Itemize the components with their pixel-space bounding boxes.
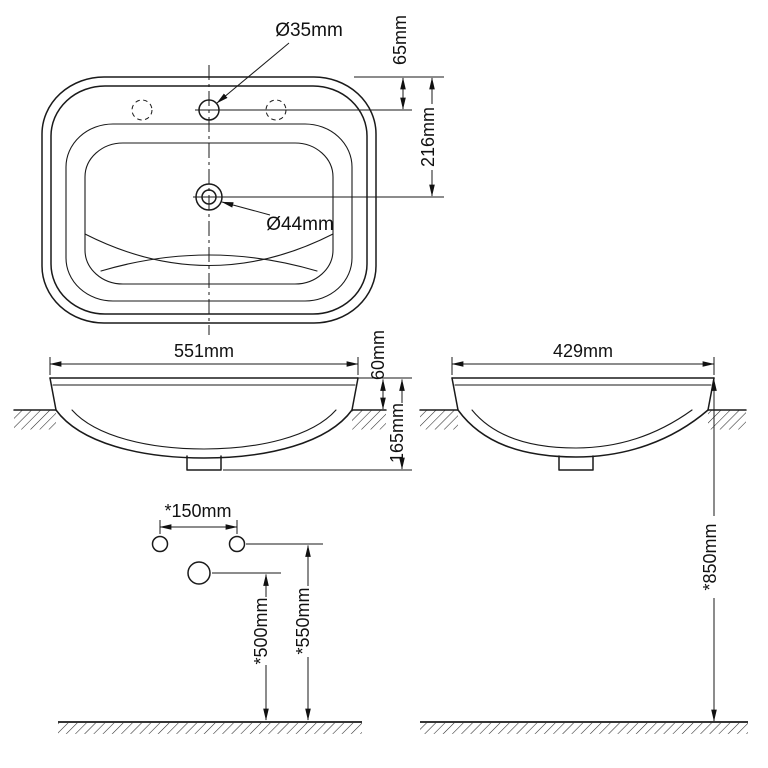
top-view: Ø35mm Ø44mm 65mm 216mm xyxy=(41,15,444,335)
ground-hatch-right xyxy=(420,722,748,734)
mounting-layout: *150mm *500mm *550mm xyxy=(58,501,362,734)
fixing-hole-right xyxy=(228,535,246,553)
front-side-left xyxy=(49,377,57,411)
front-drain-trap xyxy=(186,455,222,471)
rim-height-label: 60mm xyxy=(368,330,388,380)
side-depth-label: 429mm xyxy=(553,341,613,361)
optional-hole-left xyxy=(131,99,153,121)
front-bowl-underside xyxy=(55,409,353,459)
counter-hatch-left xyxy=(14,410,56,430)
ground-hatch-left xyxy=(58,722,362,734)
drain-hole-diameter-label: Ø44mm xyxy=(266,214,334,235)
install-height-label: *850mm xyxy=(700,523,720,590)
faucet-leader-line xyxy=(216,42,290,104)
side-drain-trap xyxy=(558,455,594,471)
fixing-height-label: *550mm xyxy=(293,587,313,654)
front-bowl-inner-curve xyxy=(71,409,337,450)
side-counter-hatch-left xyxy=(420,410,458,430)
side-bowl-underside xyxy=(457,409,709,458)
drain-offset-label: 216mm xyxy=(418,107,438,167)
side-edge-right xyxy=(707,377,715,411)
waste-outlet-hole xyxy=(187,561,211,585)
side-counter-hatch-right xyxy=(708,410,746,430)
drain-leader-line xyxy=(221,201,271,216)
total-height-label: 165mm xyxy=(387,403,407,463)
bowl-bottom-curve xyxy=(84,233,334,266)
counter-hatch-right xyxy=(352,410,386,430)
faucet-hole-diameter-label: Ø35mm xyxy=(275,20,343,41)
front-width-label: 551mm xyxy=(174,341,234,361)
front-side-right xyxy=(351,377,359,411)
side-edge-left xyxy=(451,377,459,411)
faucet-offset-label: 65mm xyxy=(390,15,410,65)
hole-spacing-label: *150mm xyxy=(164,501,231,521)
side-bowl-inner-curve xyxy=(471,409,693,449)
outlet-height-label: *500mm xyxy=(251,597,271,664)
front-view: 551mm 60mm 165mm xyxy=(13,330,412,471)
side-view: 429mm *850mm xyxy=(419,341,748,734)
fixing-hole-left xyxy=(151,535,169,553)
